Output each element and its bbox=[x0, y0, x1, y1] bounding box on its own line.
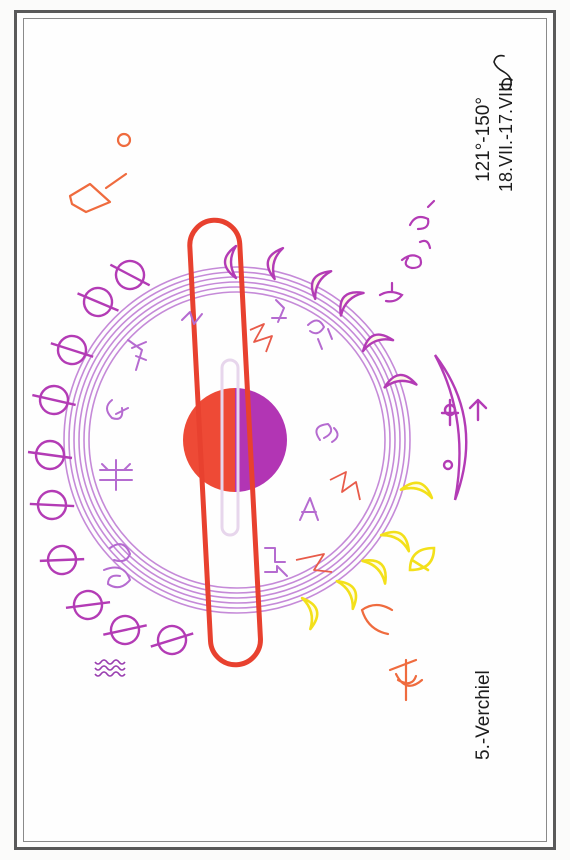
date-range: 18.VII.-17.VIII. bbox=[496, 77, 516, 192]
red-axis-ring bbox=[187, 217, 263, 668]
wavy-lines bbox=[94, 659, 126, 677]
right-sigils bbox=[378, 199, 436, 303]
plate-title: 5.-Verchiel bbox=[473, 670, 494, 760]
yellow-sigil bbox=[408, 546, 436, 572]
plate-inner-border bbox=[23, 18, 547, 842]
sun-magenta-half bbox=[235, 388, 287, 492]
large-crescent bbox=[433, 354, 488, 501]
concentric-rings bbox=[63, 266, 411, 614]
orange-sigils bbox=[68, 132, 424, 702]
inner-slot bbox=[220, 358, 240, 537]
sun-red-half bbox=[183, 388, 235, 492]
inner-sigils bbox=[99, 299, 339, 589]
degree-range: 121°-150° bbox=[473, 97, 494, 182]
red-zigzags bbox=[249, 323, 361, 573]
leo-icon bbox=[493, 54, 513, 91]
